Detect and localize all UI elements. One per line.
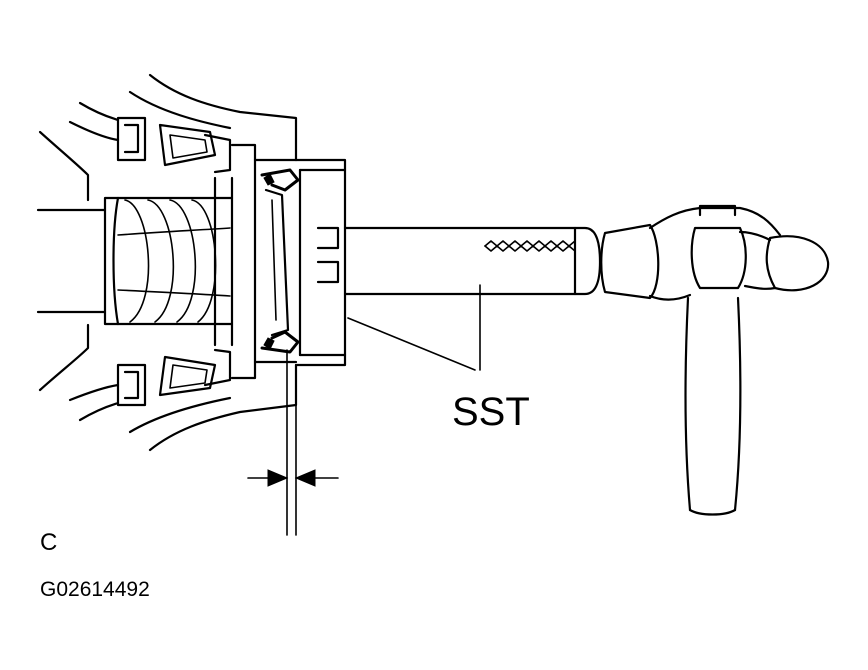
- sst-label: SST: [452, 390, 530, 434]
- depth-dimension: [247, 349, 339, 536]
- flange: [230, 143, 298, 380]
- hammer-icon: [600, 204, 830, 516]
- knurl-pattern: [484, 240, 576, 252]
- upper-bearing: [116, 116, 232, 174]
- sst-leader-lines: [347, 284, 481, 371]
- oil-seal: [260, 168, 300, 354]
- arrow-right-icon: [267, 469, 289, 487]
- lower-bearing: [116, 348, 232, 407]
- threaded-shaft: [36, 176, 234, 347]
- view-letter: C: [40, 529, 57, 556]
- sst-driver: [294, 158, 602, 367]
- arrow-left-icon: [294, 469, 316, 487]
- hub-housing: [38, 73, 298, 452]
- figure-code: G02614492: [40, 578, 150, 601]
